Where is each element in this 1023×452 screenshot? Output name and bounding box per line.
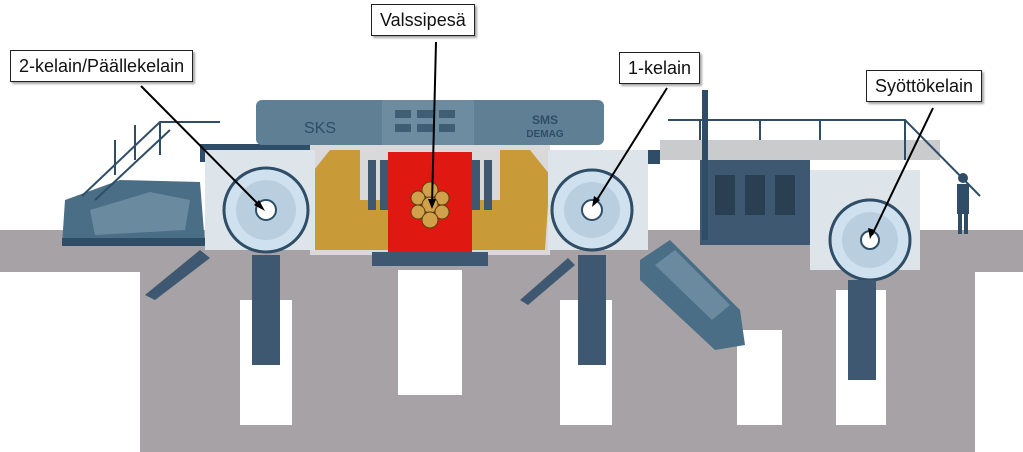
mill-housing: [256, 100, 604, 150]
roll-stand-cylinders: [368, 160, 492, 210]
coil-support-cylinders: [145, 250, 876, 380]
callout-recoiler-2: 2-kelain/Päällekelain: [10, 50, 194, 82]
deck-far-right: [660, 140, 940, 160]
railing-left: [81, 121, 220, 201]
callout-pointers: [140, 41, 934, 236]
mill-base: [372, 252, 488, 266]
housing-label-demag: DEMAG: [526, 129, 563, 140]
railing-right: [668, 119, 981, 197]
callout-feed-reel: Syöttökelain: [866, 70, 983, 102]
operator-figure: [957, 173, 969, 234]
coil-car-left: [62, 180, 212, 246]
callout-recoiler-1: 1-kelain: [619, 52, 701, 84]
recoiler-2-reel: [205, 150, 315, 254]
feed-reel: [810, 170, 920, 282]
housing-label-sks: SKS: [304, 120, 336, 137]
housing-label-sms: SMS: [532, 113, 558, 127]
coil-car-right: [640, 240, 745, 350]
callout-roll-stand: Valssipesä: [371, 4, 475, 36]
entry-section: [700, 90, 810, 245]
callout-pointer-tips: [254, 196, 875, 239]
foundation-shelf-left: [140, 250, 230, 452]
